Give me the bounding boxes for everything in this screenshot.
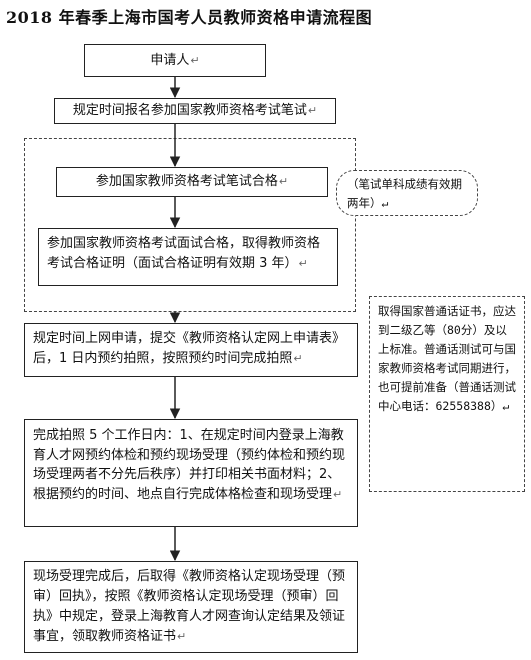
step-online-application: 规定时间上网申请，提交《教师资格认定网上申请表》后，1 日内预约拍照，按照预约时… — [24, 323, 358, 377]
exam-group-frame — [24, 138, 356, 312]
note-mandarin-certificate: 取得国家普通话证书，应达到二级乙等（80分）及以上标准。普通话测试可与国家教师资… — [369, 296, 525, 492]
step-receive-certificate: 现场受理完成后，后取得《教师资格认定现场受理（预审）回执》，按照《教师资格认定现… — [24, 561, 358, 653]
step-pass-written-exam: 参加国家教师资格考试笔试合格↵ — [56, 167, 328, 197]
step-applicant: 申请人↵ — [84, 44, 266, 77]
step-register-written-exam: 规定时间报名参加国家教师资格考试笔试↵ — [54, 98, 336, 124]
note-written-score-validity: （笔试单科成绩有效期两年）↵ — [336, 170, 478, 216]
step-medical-and-onsite-booking: 完成拍照 5 个工作日内：1、在规定时间内登录上海教育人才网预约体检和预约现场受… — [24, 419, 358, 527]
page-title: 2018 年春季上海市国考人员教师资格申请流程图 — [6, 8, 373, 27]
step-pass-interview: 参加国家教师资格考试面试合格，取得教师资格考试合格证明（面试合格证明有效期 3 … — [38, 228, 338, 286]
